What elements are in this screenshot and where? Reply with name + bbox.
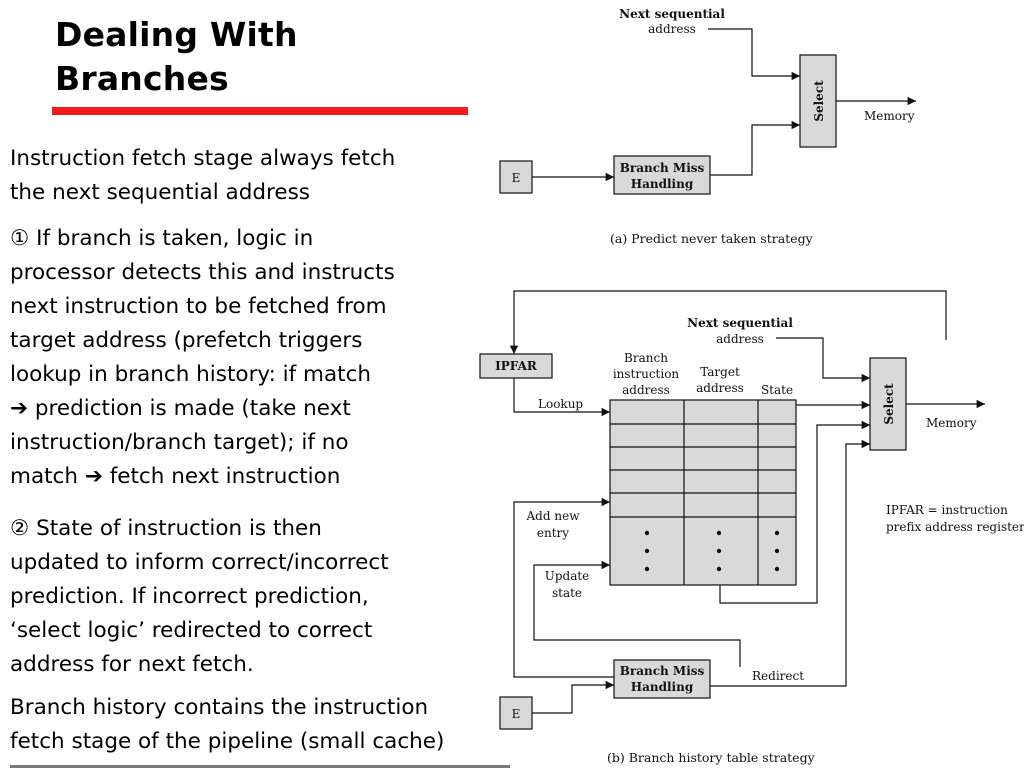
b-table-to-select-connector bbox=[719, 420, 870, 604]
ellipsis-dot bbox=[774, 566, 780, 572]
slide-title-line-1: Dealing With bbox=[55, 15, 298, 54]
b-next-sequential-label: Next sequential bbox=[687, 316, 793, 330]
b-update-state-connector bbox=[533, 560, 741, 667]
title-underline bbox=[52, 107, 468, 115]
paragraph-line: address for next fetch. bbox=[10, 652, 254, 677]
right-arrow-icon: ➔ bbox=[84, 464, 103, 489]
a-next-seq-connector bbox=[708, 28, 800, 81]
a-miss-to-select-connector bbox=[710, 120, 800, 176]
paragraph-branch-taken: ① If branch is taken, logic in processor… bbox=[10, 222, 395, 494]
paragraph-line: Instruction fetch stage always fetch bbox=[10, 146, 396, 171]
b-select-box bbox=[869, 357, 907, 451]
b-col-target-2: address bbox=[696, 381, 744, 395]
b-next-sequential-label-2: address bbox=[716, 332, 764, 346]
b-col-branch-2: instruction bbox=[613, 367, 680, 381]
b-branch-miss-box bbox=[613, 659, 711, 699]
paragraph-line: the next sequential address bbox=[10, 180, 310, 205]
b-ipfar-definition-2: prefix address register bbox=[886, 520, 1024, 534]
paragraph-line: Branch history contains the instruction bbox=[10, 695, 429, 720]
b-col-target-1: Target bbox=[700, 365, 740, 379]
paragraph-line: prediction is made (take next bbox=[34, 396, 351, 421]
b-lookup-connector bbox=[513, 378, 610, 417]
b-e-to-miss-connector bbox=[532, 680, 614, 714]
a-branch-miss-box bbox=[613, 155, 711, 195]
b-handling-label: Handling bbox=[631, 680, 694, 694]
bottom-rule bbox=[10, 765, 510, 768]
paragraph-line: ‘select logic’ redirected to correct bbox=[10, 618, 373, 643]
a-caption: (a) Predict never taken strategy bbox=[610, 231, 814, 246]
b-redirect-connector bbox=[710, 439, 870, 687]
paragraph-line: next instruction to be fetched from bbox=[10, 294, 387, 319]
a-select-label: Select bbox=[812, 80, 826, 122]
b-e-label: E bbox=[512, 707, 521, 721]
a-next-sequential-label-2: address bbox=[648, 22, 696, 36]
paragraph-line: instruction/branch target); if no bbox=[10, 430, 349, 455]
b-next-seq-connector bbox=[776, 337, 870, 383]
paragraph-line: ② State of instruction is then bbox=[10, 516, 322, 541]
paragraph-line: fetch stage of the pipeline (small cache… bbox=[10, 729, 445, 754]
b-branch-history-table bbox=[609, 399, 797, 586]
paragraph-line: fetch next instruction bbox=[109, 464, 341, 489]
b-ipfar-box bbox=[479, 353, 553, 379]
paragraph-line: processor detects this and instructs bbox=[10, 260, 395, 285]
a-memory-label: Memory bbox=[864, 109, 915, 123]
b-lookup-label: Lookup bbox=[538, 397, 583, 411]
b-col-state: State bbox=[761, 383, 793, 397]
b-branch-miss-label: Branch Miss bbox=[620, 664, 705, 678]
b-redirect-label: Redirect bbox=[752, 669, 804, 683]
ellipsis-dot bbox=[644, 530, 650, 536]
b-table-ellipsis-dots bbox=[644, 530, 780, 572]
a-e-box bbox=[499, 160, 533, 194]
right-arrow-icon: ➔ bbox=[10, 396, 29, 421]
ellipsis-dot bbox=[644, 548, 650, 554]
ellipsis-dot bbox=[774, 548, 780, 554]
a-select-box bbox=[799, 54, 837, 148]
b-ipfar-label: IPFAR bbox=[495, 359, 538, 373]
a-branch-miss-label: Branch Miss bbox=[620, 161, 705, 175]
b-e-box bbox=[499, 696, 533, 730]
paragraph-line: ① If branch is taken, logic in bbox=[10, 226, 314, 251]
paragraph-fetch-sequential: Instruction fetch stage always fetch the… bbox=[10, 142, 395, 210]
ellipsis-dot bbox=[774, 530, 780, 536]
a-next-sequential-label: Next sequential bbox=[619, 7, 725, 21]
b-entry-label: entry bbox=[537, 526, 569, 540]
b-caption: (b) Branch history table strategy bbox=[607, 750, 816, 765]
ellipsis-dot bbox=[644, 566, 650, 572]
b-col-branch-1: Branch bbox=[624, 351, 668, 365]
paragraph-line: match bbox=[10, 464, 78, 489]
slide-title-line-2: Branches bbox=[55, 59, 229, 98]
b-add-new-label: Add new bbox=[526, 509, 581, 523]
paragraph-line: lookup in branch history: if match bbox=[10, 362, 372, 387]
b-update-label: Update bbox=[545, 569, 590, 583]
a-e-label: E bbox=[512, 171, 521, 185]
paragraph-state-update: ② State of instruction is then updated t… bbox=[10, 512, 389, 682]
ellipsis-dot bbox=[716, 548, 722, 554]
paragraph-branch-history: Branch history contains the instruction … bbox=[10, 691, 444, 759]
b-col-branch-3: address bbox=[622, 383, 670, 397]
b-add-entry-connector bbox=[513, 497, 614, 678]
diagram-a-predict-never-taken: Next sequential address Select Memory E … bbox=[499, 7, 916, 246]
ellipsis-dot bbox=[716, 566, 722, 572]
paragraph-line: prediction. If incorrect prediction, bbox=[10, 584, 369, 609]
slide-title: Dealing With Branches bbox=[55, 13, 298, 101]
b-feedback-loop bbox=[509, 290, 947, 354]
b-state-label: state bbox=[552, 586, 582, 600]
a-handling-label: Handling bbox=[631, 177, 694, 191]
b-select-label: Select bbox=[882, 383, 896, 425]
ellipsis-dot bbox=[716, 530, 722, 536]
paragraph-line: updated to inform correct/incorrect bbox=[10, 550, 389, 575]
paragraph-line: target address (prefetch triggers bbox=[10, 328, 363, 353]
b-ipfar-definition-1: IPFAR = instruction bbox=[886, 503, 1008, 517]
b-memory-label: Memory bbox=[926, 416, 977, 430]
diagram-b-branch-history-table: IPFAR Lookup Branch instruction address … bbox=[479, 290, 1024, 765]
